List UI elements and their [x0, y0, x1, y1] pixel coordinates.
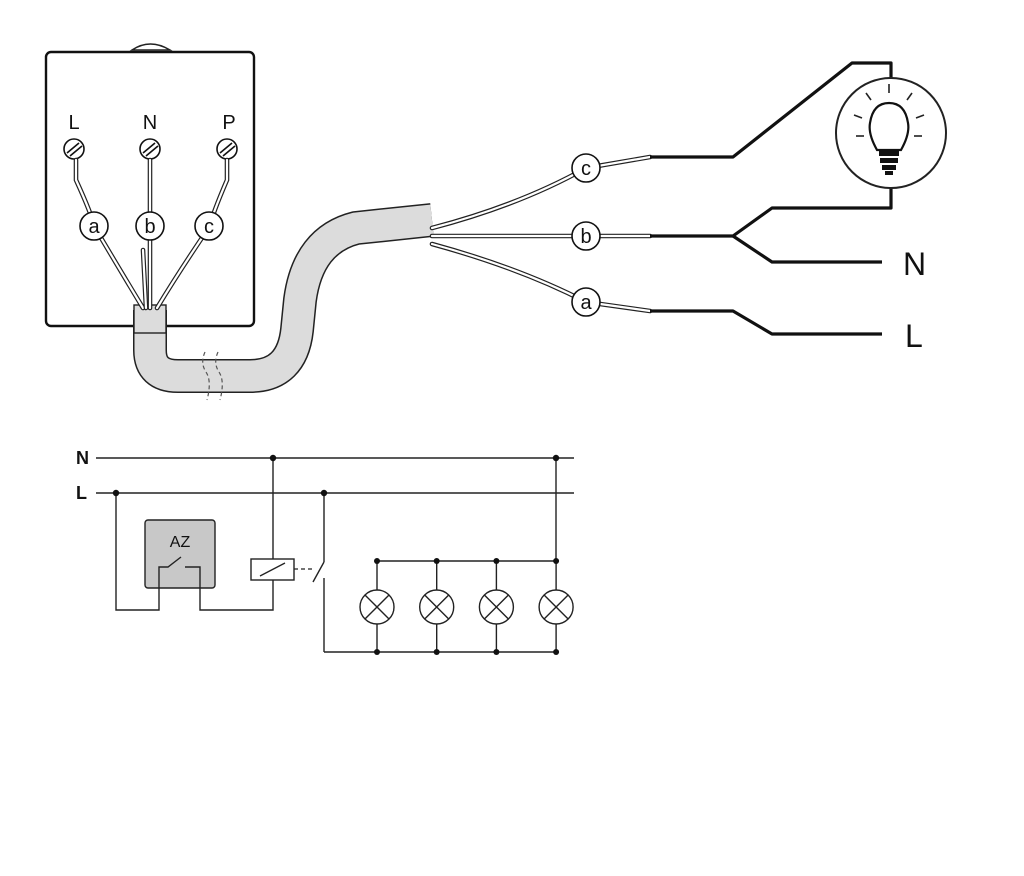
cable-sheath [133, 203, 434, 401]
output-wiring [650, 61, 893, 336]
fanned-wires [429, 154, 653, 314]
screw-icon [63, 138, 85, 160]
line-label-l: L [905, 318, 923, 354]
az-switch: AZ [144, 519, 216, 589]
bus-label-n: N [76, 448, 89, 468]
az-label: AZ [170, 534, 191, 551]
box-knob [129, 43, 173, 51]
terminal-label-n: N [143, 112, 157, 134]
wire-marker-c-box: c [194, 211, 224, 241]
marker-label: a [88, 216, 100, 238]
lamp-row [359, 558, 574, 655]
marker-label: b [144, 216, 155, 238]
terminal-label-l: L [68, 112, 79, 134]
bus-label-l: L [76, 483, 87, 503]
lamp-icon [538, 558, 574, 655]
line-label-n: N [903, 246, 926, 282]
terminal-l: L [63, 112, 85, 160]
schematic: N L AZ [76, 448, 574, 655]
relay-contact [312, 493, 556, 653]
relay-coil [250, 458, 313, 581]
wire-marker-b-box: b [135, 211, 165, 241]
light-bulb-icon [835, 77, 947, 189]
wire-marker-a-out: a [571, 287, 601, 317]
screw-icon [139, 138, 161, 160]
lamp-icon [419, 558, 455, 655]
terminal-label-p: P [222, 112, 235, 134]
wire-marker-b-out: b [571, 221, 601, 251]
lamp-icon [359, 558, 395, 655]
wire-marker-a-box: a [79, 211, 109, 241]
marker-label: b [580, 226, 591, 248]
screw-icon [216, 138, 238, 160]
marker-label: c [581, 158, 591, 180]
lamp-icon [478, 558, 515, 655]
marker-label: a [580, 292, 592, 314]
wire-marker-c-out: c [571, 153, 601, 183]
marker-label: c [204, 216, 214, 238]
